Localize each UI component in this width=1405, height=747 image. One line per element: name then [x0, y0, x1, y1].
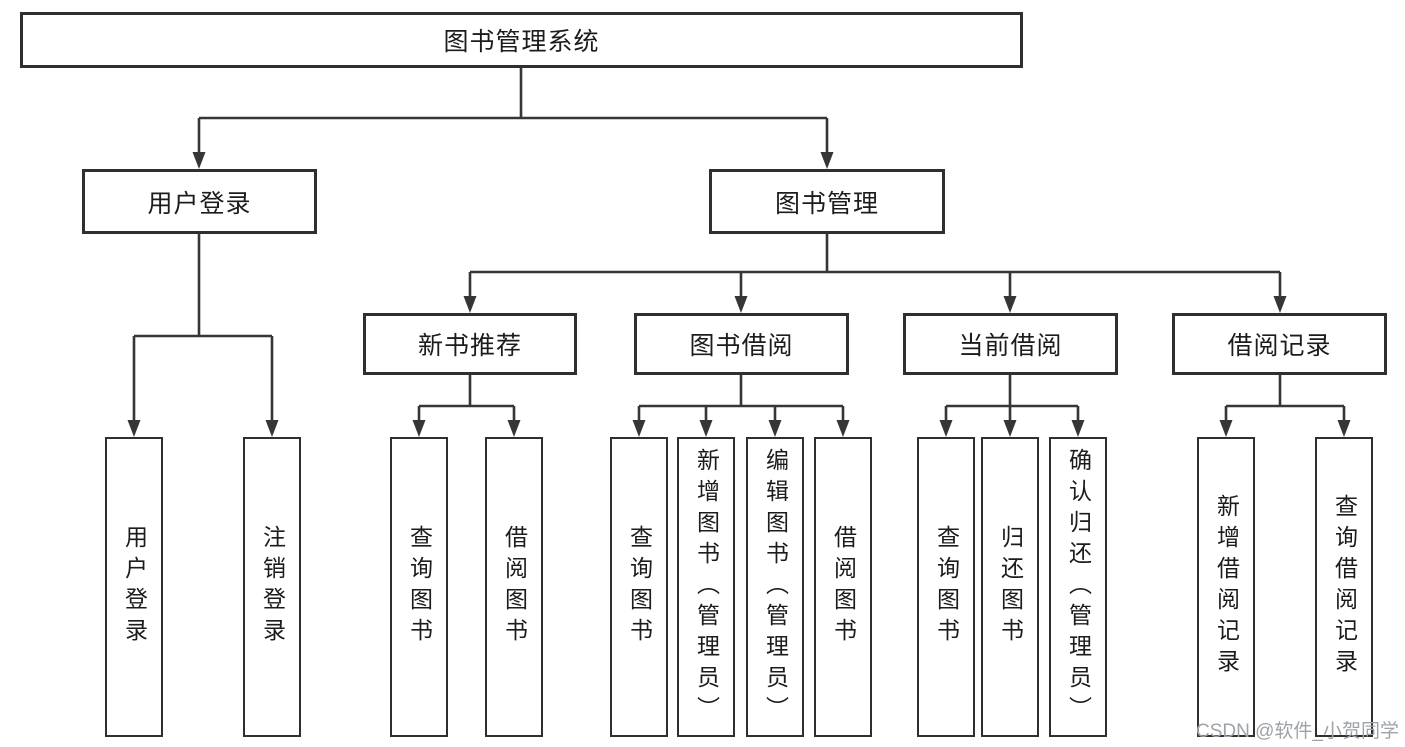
node-root: 图书管理系统 [20, 12, 1023, 68]
leaf-borrow-borrow-book: 借阅图书 [814, 437, 872, 737]
leaf-current-confirm-return-admin-label: 确认归还（管理员） [1065, 447, 1092, 727]
leaf-recommend-query-book: 查询图书 [390, 437, 448, 737]
node-borrow-records: 借阅记录 [1172, 313, 1387, 375]
node-root-label: 图书管理系统 [443, 28, 600, 56]
leaf-login-logout-label: 注销登录 [259, 525, 286, 649]
leaf-recommend-borrow-book: 借阅图书 [485, 437, 543, 737]
leaf-borrow-add-book-admin-label: 新增图书（管理员） [693, 447, 720, 727]
leaf-current-confirm-return-admin: 确认归还（管理员） [1049, 437, 1107, 737]
leaf-borrow-borrow-book-label: 借阅图书 [830, 525, 857, 649]
leaf-current-return-book: 归还图书 [981, 437, 1039, 737]
leaf-current-return-book-label: 归还图书 [997, 525, 1024, 649]
node-new-book-recommend: 新书推荐 [363, 313, 577, 375]
leaf-records-add-borrow-record-label: 新增借阅记录 [1213, 494, 1240, 680]
leaf-login-user-login: 用户登录 [105, 437, 163, 737]
leaf-records-add-borrow-record: 新增借阅记录 [1197, 437, 1255, 737]
node-book-borrow-label: 图书借阅 [689, 332, 794, 360]
leaf-borrow-edit-book-admin-label: 编辑图书（管理员） [762, 447, 789, 727]
node-user-login: 用户登录 [82, 169, 317, 234]
node-current-borrow: 当前借阅 [903, 313, 1118, 375]
leaf-borrow-query-book: 查询图书 [610, 437, 668, 737]
node-book-management: 图书管理 [709, 169, 945, 234]
leaf-borrow-edit-book-admin: 编辑图书（管理员） [746, 437, 804, 737]
leaf-recommend-query-book-label: 查询图书 [406, 525, 433, 649]
leaf-current-query-book-label: 查询图书 [933, 525, 960, 649]
leaf-recommend-borrow-book-label: 借阅图书 [501, 525, 528, 649]
node-borrow-records-label: 借阅记录 [1227, 332, 1332, 360]
watermark: CSDN @软件_小贺同学 [1196, 721, 1399, 742]
leaf-login-user-login-label: 用户登录 [121, 525, 148, 649]
node-new-book-recommend-label: 新书推荐 [417, 332, 522, 360]
node-current-borrow-label: 当前借阅 [958, 332, 1063, 360]
leaf-borrow-add-book-admin: 新增图书（管理员） [677, 437, 735, 737]
leaf-records-query-borrow-record-label: 查询借阅记录 [1331, 494, 1358, 680]
leaf-records-query-borrow-record: 查询借阅记录 [1315, 437, 1373, 737]
leaf-borrow-query-book-label: 查询图书 [626, 525, 653, 649]
leaf-login-logout: 注销登录 [243, 437, 301, 737]
node-user-login-label: 用户登录 [147, 189, 252, 218]
node-book-borrow: 图书借阅 [634, 313, 849, 375]
leaf-current-query-book: 查询图书 [917, 437, 975, 737]
node-book-management-label: 图书管理 [774, 189, 879, 218]
